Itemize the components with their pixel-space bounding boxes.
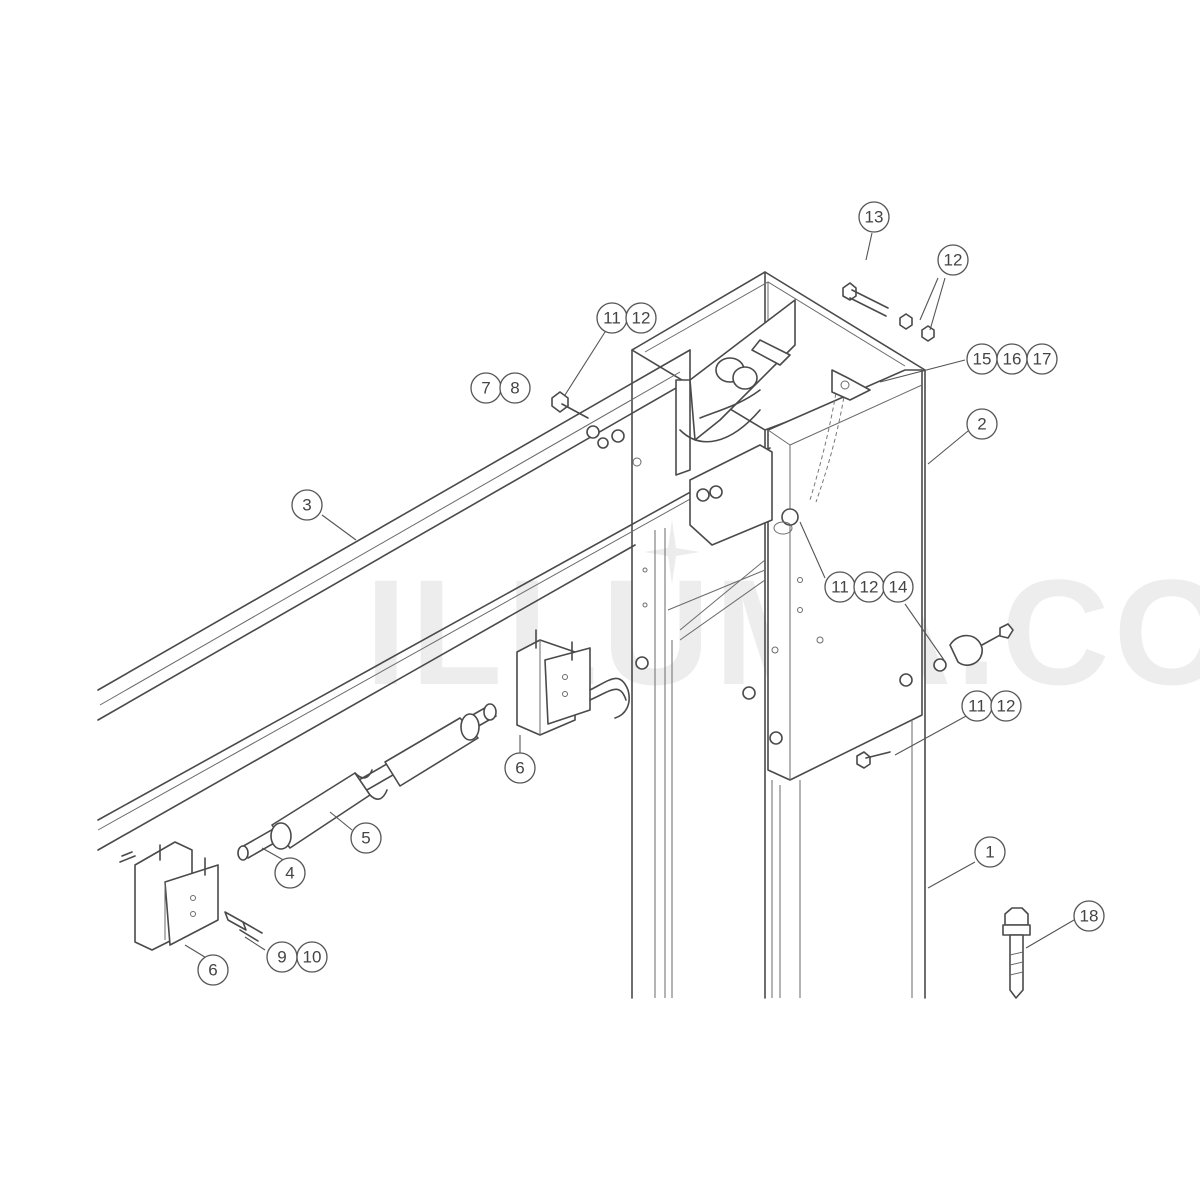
callout-7-label: 7 [481,379,490,398]
callout-13: 13 [858,201,890,233]
callout-12-mid-label: 12 [860,578,879,597]
callout-8-label: 8 [510,379,519,398]
callout-11-mid-label: 11 [831,578,849,597]
callout-18-label: 18 [1080,907,1099,926]
callout-2-label: 2 [977,415,986,434]
callout-6-lower: 6 [197,954,229,986]
callout-6-upper: 6 [504,752,536,784]
slide-rod [237,703,497,861]
callout-11-right-label: 11 [968,697,986,716]
callout-3-label: 3 [302,496,311,515]
callout-17-label: 17 [1033,350,1052,369]
carriage-bracket-lower [119,841,219,951]
callout-16-label: 16 [1003,350,1022,369]
callout-15-label: 15 [973,350,992,369]
callout-18: 18 [1073,900,1105,932]
callout-13-label: 13 [865,208,884,227]
hardware-bolts [551,282,1031,999]
callout-12-top: 12 [625,302,657,334]
leader-lines [184,232,1075,963]
watermark-star-icon [644,520,700,584]
callout-9-label: 9 [277,948,286,967]
callout-11-right: 11 [961,690,993,722]
callout-3: 3 [291,489,323,521]
carriage-bracket-upper [516,629,630,736]
callout-15: 15 [966,343,998,375]
callout-6-upper-label: 6 [515,759,524,778]
callout-12-mid: 12 [853,571,885,603]
callout-12-nuts: 12 [937,244,969,276]
cross-beam [97,299,796,851]
callout-14-label: 14 [889,578,908,597]
callout-12-nuts-label: 12 [944,251,963,270]
callout-16: 16 [996,343,1028,375]
callout-11-top-label: 11 [603,309,621,328]
callout-10: 10 [296,941,328,973]
callout-5: 5 [350,822,382,854]
callout-14: 14 [882,571,914,603]
callout-2: 2 [966,408,998,440]
callout-11-mid: 11 [824,571,856,603]
callout-4-label: 4 [285,864,294,883]
callout-6-lower-label: 6 [208,961,217,980]
callout-4: 4 [274,857,306,889]
clevis-pin [224,911,263,942]
callout-17: 17 [1026,343,1058,375]
callout-10-label: 10 [303,948,322,967]
callout-1-label: 1 [985,843,994,862]
callout-5-label: 5 [361,829,370,848]
callout-7: 7 [470,372,502,404]
callout-12-right-label: 12 [997,697,1016,716]
callout-8: 8 [499,372,531,404]
callout-12-top-label: 12 [632,309,651,328]
callout-12-right: 12 [990,690,1022,722]
callout-11-top: 11 [596,302,628,334]
callout-9: 9 [266,941,298,973]
callout-1: 1 [974,836,1006,868]
